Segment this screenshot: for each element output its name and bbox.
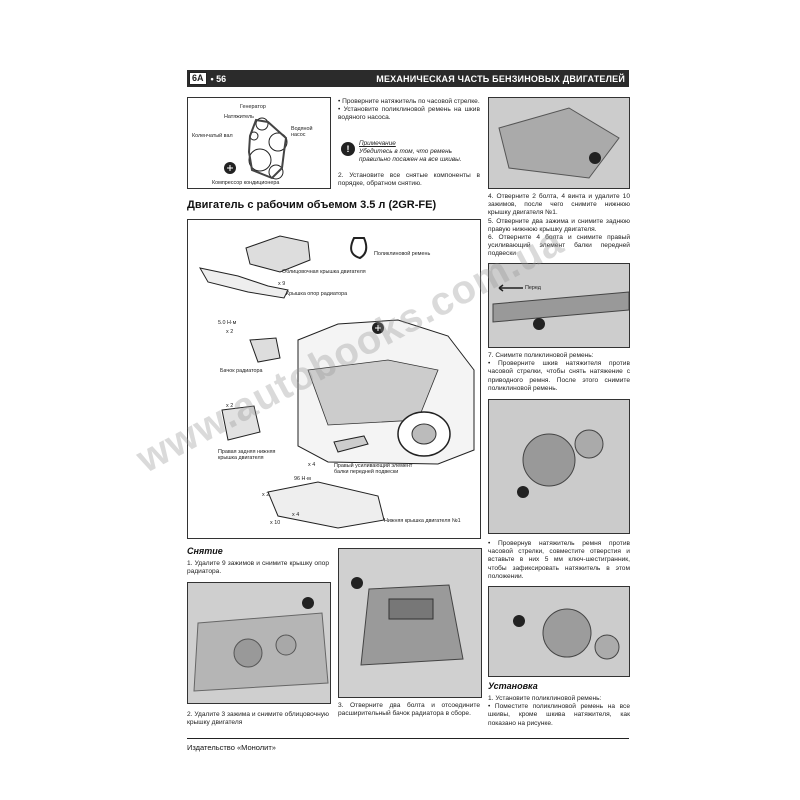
- belt-routing-diagram: Генератор Натяжитель Коленчатый вал Водя…: [187, 97, 331, 189]
- top-middle-text: • Проверните натяжитель по часовой стрел…: [338, 98, 480, 123]
- footer-rule: [187, 738, 629, 739]
- header-title: МЕХАНИЧЕСКАЯ ЧАСТЬ БЕНЗИНОВЫХ ДВИГАТЕЛЕЙ: [376, 73, 625, 84]
- tensioner-photo-2: [489, 587, 629, 676]
- label-x4a: x 4: [308, 462, 316, 468]
- section-title: Двигатель с рабочим объемом 3.5 л (2GR-F…: [187, 199, 437, 211]
- note-text: Убедитесь в том, что ремень правильно по…: [359, 148, 462, 163]
- step-reinstall: 2. Установите все снятые компоненты в по…: [338, 172, 480, 188]
- label-lower-cover: Нижняя крышка двигателя №1: [384, 518, 461, 524]
- photo-engine-bay-1: [187, 582, 331, 704]
- label-x4b: x 4: [292, 512, 300, 518]
- label-crankshaft: Коленчатый вал: [192, 133, 233, 139]
- label-torque-5: 5.0 Н·м: [218, 320, 237, 326]
- label-water-pump: Водяной насос: [291, 126, 313, 138]
- publisher-footer: Издательство «Монолит»: [187, 743, 276, 752]
- photo-reinforcement: Перед: [488, 263, 630, 348]
- page-number: • 56: [210, 73, 227, 84]
- label-belt: Поликлиновой ремень: [374, 251, 431, 257]
- page-header: 6A • 56 МЕХАНИЧЕСКАЯ ЧАСТЬ БЕНЗИНОВЫХ ДВ…: [187, 70, 629, 87]
- photo-lower-cover: [488, 97, 630, 189]
- step5: 5. Отверните два зажима и снимите заднюю…: [488, 217, 630, 233]
- label-right-reinforcement: Правый усиливающий элемент балки передне…: [334, 463, 413, 475]
- engine-bay-photo-1: [188, 583, 330, 703]
- removal-step3: 3. Отверните два болта и отсоедините рас…: [338, 702, 480, 718]
- label-x10: x 10: [270, 520, 281, 526]
- right-step7: 7. Снимите поликлиновой ремень: • Провер…: [488, 352, 630, 393]
- label-x9: x 9: [278, 281, 286, 287]
- bullet-check-tensioner: • Проверните натяжитель по часовой стрел…: [338, 98, 480, 105]
- photo-engine-cover: [338, 548, 482, 698]
- install-step1: 1. Установите поликлиновой ремень:: [488, 695, 602, 702]
- install-steps: 1. Установите поликлиновой ремень: • Пом…: [488, 695, 630, 728]
- reinforcement-photo: [489, 264, 629, 347]
- label-engine-cover: Облицовочная крышка двигателя: [282, 269, 366, 275]
- belt-routing-drawing: [224, 117, 288, 180]
- lower-cover-photo: [489, 98, 629, 188]
- label-x2c: x 2: [262, 492, 270, 498]
- removal-step2: 2. Удалите 3 зажима и снимите облицовочн…: [187, 711, 329, 727]
- tensioner-photo-1: [489, 400, 629, 533]
- label-radiator-support-cover: Крышка опор радиатора: [286, 291, 348, 297]
- removal-title: Снятие: [187, 546, 223, 556]
- photo-tensioner-2: [488, 586, 630, 677]
- bullet-install-belt-pump: • Установите поликлиновой ремень на шкив…: [338, 106, 480, 122]
- step4: 4. Отверните 2 болта, 4 винта и удалите …: [488, 193, 630, 217]
- step7-bullet: • Проверните шкив натяжителя против часо…: [488, 360, 630, 392]
- install-bullet: • Поместите поликлиновой ремень на все ш…: [488, 703, 630, 727]
- note-block: Примечание Убедитесь в том, что ремень п…: [359, 140, 479, 164]
- photo-tensioner-1: [488, 399, 630, 534]
- step6: 6. Отверните 4 болта и снимите правый ус…: [488, 234, 630, 258]
- chapter-badge: 6A: [189, 72, 207, 85]
- engine-car-drawing: [199, 235, 475, 529]
- right-steps-4-6: 4. Отверните 2 болта, 4 винта и удалите …: [488, 193, 630, 259]
- step7: 7. Снимите поликлиновой ремень:: [488, 352, 594, 359]
- note-title: Примечание: [359, 140, 396, 147]
- right-step7-bullet2: • Провернув натяжитель ремня против часо…: [488, 540, 630, 580]
- engine-cover-photo: [339, 549, 481, 697]
- label-x2a: x 2: [226, 329, 234, 335]
- label-ac-compressor: Компрессор кондиционера: [212, 180, 280, 186]
- label-x2b: x 2: [226, 403, 234, 409]
- label-generator: Генератор: [240, 104, 266, 110]
- label-radiator-tank: Бачок радиатора: [220, 368, 263, 374]
- install-title: Установка: [488, 681, 538, 691]
- label-front: Перед: [525, 285, 541, 291]
- label-tensioner: Натяжитель: [224, 114, 254, 120]
- note-icon: !: [341, 142, 355, 156]
- main-exploded-diagram: Поликлиновой ремень Облицовочная крышка …: [187, 219, 481, 539]
- label-rear-right-cover: Правая задняя нижняя крышка двигателя: [218, 449, 276, 461]
- removal-step1: 1. Удалите 9 зажимов и снимите крышку оп…: [187, 560, 329, 576]
- label-torque-96: 96 Н·м: [294, 476, 311, 482]
